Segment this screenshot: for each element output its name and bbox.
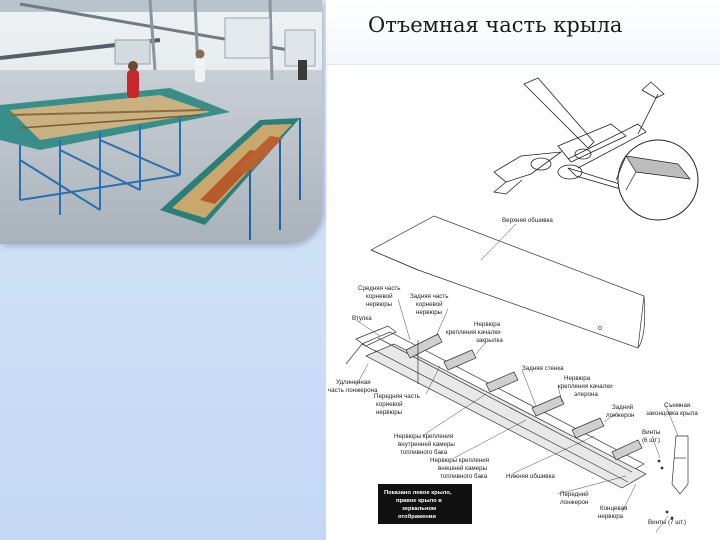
label-root-rib-front-1: Передняя часть [374, 393, 420, 400]
label-flap-hinge-rib-3: закрылка [476, 337, 503, 344]
label-tip-rib-2: нервюра [598, 513, 624, 520]
label-front-spar-1: Передний [560, 491, 589, 498]
label-bushing: Втулка [352, 315, 372, 322]
label-aileron-hinge-rib-2: крепления качалки [558, 383, 613, 390]
label-root-rib-mid-1: Средняя часть [358, 285, 400, 292]
label-lower-skin: Нижняя обшивка [506, 473, 555, 480]
label-outer-tank-ribs-3: топливного бака [440, 473, 488, 480]
label-aileron-hinge-rib-3: элерона [574, 391, 598, 398]
title-bar [326, 0, 720, 65]
note-line-1: Показано левое крыло, [384, 490, 452, 496]
wing-structure-drawing [345, 325, 647, 489]
label-outer-tank-ribs-1: Нервюры крепления [430, 457, 489, 464]
label-root-rib-rear-3: нервюры [416, 309, 443, 316]
note-line-3: зеркальном [402, 506, 436, 512]
factory-photo [0, 0, 322, 244]
label-upper-skin: Верхняя обшивка [502, 217, 553, 224]
upper-skin-drawing [370, 215, 646, 349]
label-removable-tip-2: законцовка крыла [646, 410, 698, 417]
label-flap-hinge-rib-2: крепления качалки [446, 329, 501, 336]
label-screws-7: Винты (7 шт.) [648, 519, 686, 526]
label-root-rib-rear-1: Задняя часть [410, 293, 448, 300]
label-root-rib-front-2: корневой [376, 401, 403, 408]
label-flap-hinge-rib-1: Нервюра [474, 321, 501, 328]
label-root-rib-mid-2: корневой [366, 293, 393, 300]
label-screws-6-2: (6 шт.) [642, 437, 660, 444]
label-rear-spar-2: лонжерон [606, 412, 634, 419]
label-inner-tank-ribs-1: Нервюры крепления [394, 433, 453, 440]
label-root-rib-mid-3: нервюры [366, 301, 393, 308]
slide-title: Отъемная часть крыла [368, 13, 623, 37]
label-aileron-hinge-rib-1: Нервюра [564, 375, 591, 382]
label-inner-tank-ribs-3: топливного бака [400, 449, 448, 456]
label-root-rib-rear-2: корневой [416, 301, 443, 308]
label-extended-spar-2: часть лонжерона [328, 387, 378, 394]
note-box [378, 484, 472, 524]
label-removable-tip-1: Съемная [664, 402, 690, 409]
wing-tip-drawing [671, 435, 689, 495]
label-inner-tank-ribs-2: внутренней камеры [398, 441, 455, 448]
label-front-spar-2: лонжерон [560, 499, 588, 506]
label-root-rib-front-3: нервюры [376, 409, 403, 416]
label-extended-spar-1: Удлиненная [336, 379, 371, 386]
detail-callout-circle [617, 139, 699, 221]
label-rear-wall: Задняя стенка [522, 365, 564, 372]
label-outer-tank-ribs-2: внешней камеры [438, 465, 488, 472]
label-screws-6-1: Винты [642, 429, 661, 436]
note-line-4: отображении [398, 513, 436, 520]
wing-diagram: Верхняя обшивка Средняя часть корневой н… [326, 64, 720, 540]
label-tip-rib-1: Концевая [600, 505, 627, 512]
label-rear-spar-1: Задний [612, 404, 634, 411]
note-line-2: правое крыло в [396, 498, 442, 504]
